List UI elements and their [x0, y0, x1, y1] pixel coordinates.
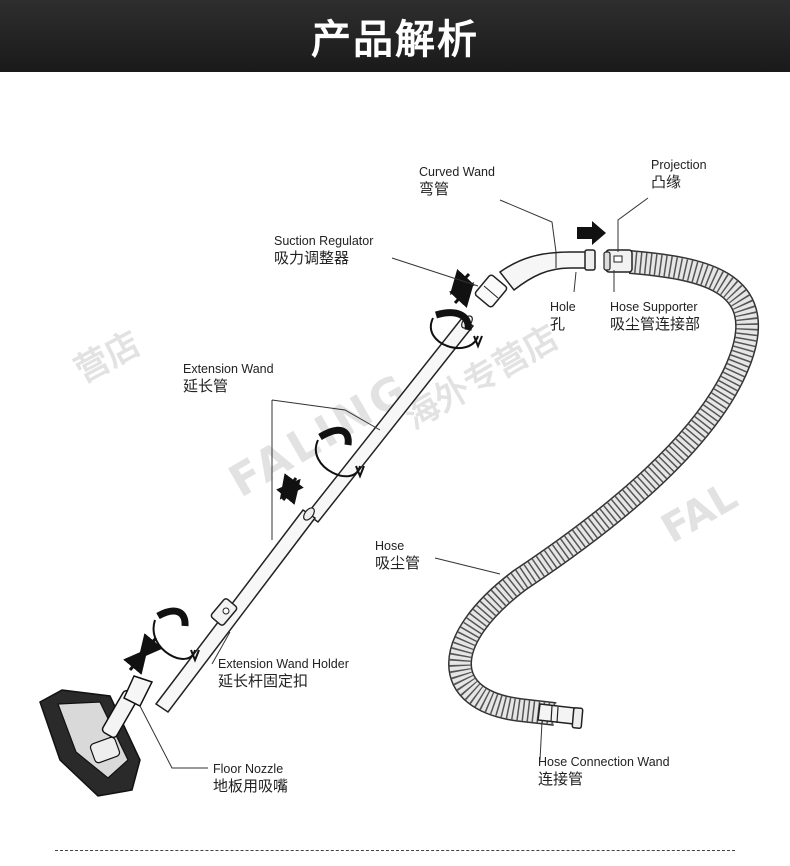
- label-hole-en: Hole: [550, 300, 576, 314]
- label-hose-supporter-en: Hose Supporter: [610, 300, 698, 314]
- label-hose-en: Hose: [375, 539, 405, 553]
- page-title: 产品解析: [311, 17, 479, 63]
- rotation-arrows: [152, 309, 483, 663]
- label-hose: Hose 吸尘管: [375, 539, 420, 572]
- label-extension-wand: Extension Wand 延长管: [183, 362, 274, 395]
- suction-regulator-drawing: [474, 274, 508, 308]
- label-hose-connection-wand: Hose Connection Wand 连接管: [538, 755, 670, 788]
- curved-wand-drawing: [498, 249, 596, 292]
- label-curved-wand-en: Curved Wand: [419, 165, 495, 179]
- label-suction-regulator-en: Suction Regulator: [274, 234, 374, 248]
- label-curved-wand: Curved Wand 弯管: [419, 165, 495, 198]
- dashed-divider: [55, 850, 735, 851]
- label-projection-zh: 凸缘: [651, 173, 682, 191]
- label-hose-zh: 吸尘管: [375, 554, 421, 572]
- hose-supporter-drawing: [603, 249, 633, 273]
- label-curved-wand-zh: 弯管: [419, 180, 450, 198]
- label-floor-nozzle-en: Floor Nozzle: [213, 762, 284, 776]
- label-hole: Hole 孔: [550, 300, 576, 333]
- label-hose-supporter-zh: 吸尘管连接部: [610, 315, 701, 333]
- label-extension-wand-holder-en: Extension Wand Holder: [218, 657, 349, 671]
- label-floor-nozzle: Floor Nozzle 地板用吸嘴: [213, 762, 288, 795]
- label-floor-nozzle-zh: 地板用吸嘴: [213, 777, 289, 795]
- label-hose-supporter: Hose Supporter 吸尘管连接部: [610, 300, 700, 333]
- joint-arrows: [123, 269, 475, 675]
- label-extension-wand-zh: 延长管: [183, 377, 229, 395]
- label-hole-zh: 孔: [550, 315, 566, 333]
- label-extension-wand-en: Extension Wand: [183, 362, 274, 376]
- label-hose-connection-wand-en: Hose Connection Wand: [538, 755, 670, 769]
- label-suction-regulator-zh: 吸力调整器: [274, 249, 350, 267]
- label-suction-regulator: Suction Regulator 吸力调整器: [274, 234, 373, 267]
- label-extension-wand-holder-zh: 延长杆固定扣: [218, 672, 309, 690]
- hose-drawing: [448, 250, 759, 726]
- hose-connection-wand-drawing: [537, 703, 584, 729]
- label-projection-en: Projection: [651, 158, 707, 172]
- label-extension-wand-holder: Extension Wand Holder 延长杆固定扣: [218, 657, 349, 690]
- label-hose-connection-wand-zh: 连接管: [538, 770, 584, 788]
- leader-lines: [139, 197, 649, 769]
- page-header: 产品解析: [0, 0, 790, 72]
- label-projection: Projection 凸缘: [651, 158, 707, 191]
- floor-nozzle-drawing: [39, 675, 154, 797]
- upper-extension-wand-drawing: [305, 315, 475, 524]
- extension-wand-holder-drawing: [210, 598, 238, 626]
- direction-arrow-icon: [577, 221, 606, 245]
